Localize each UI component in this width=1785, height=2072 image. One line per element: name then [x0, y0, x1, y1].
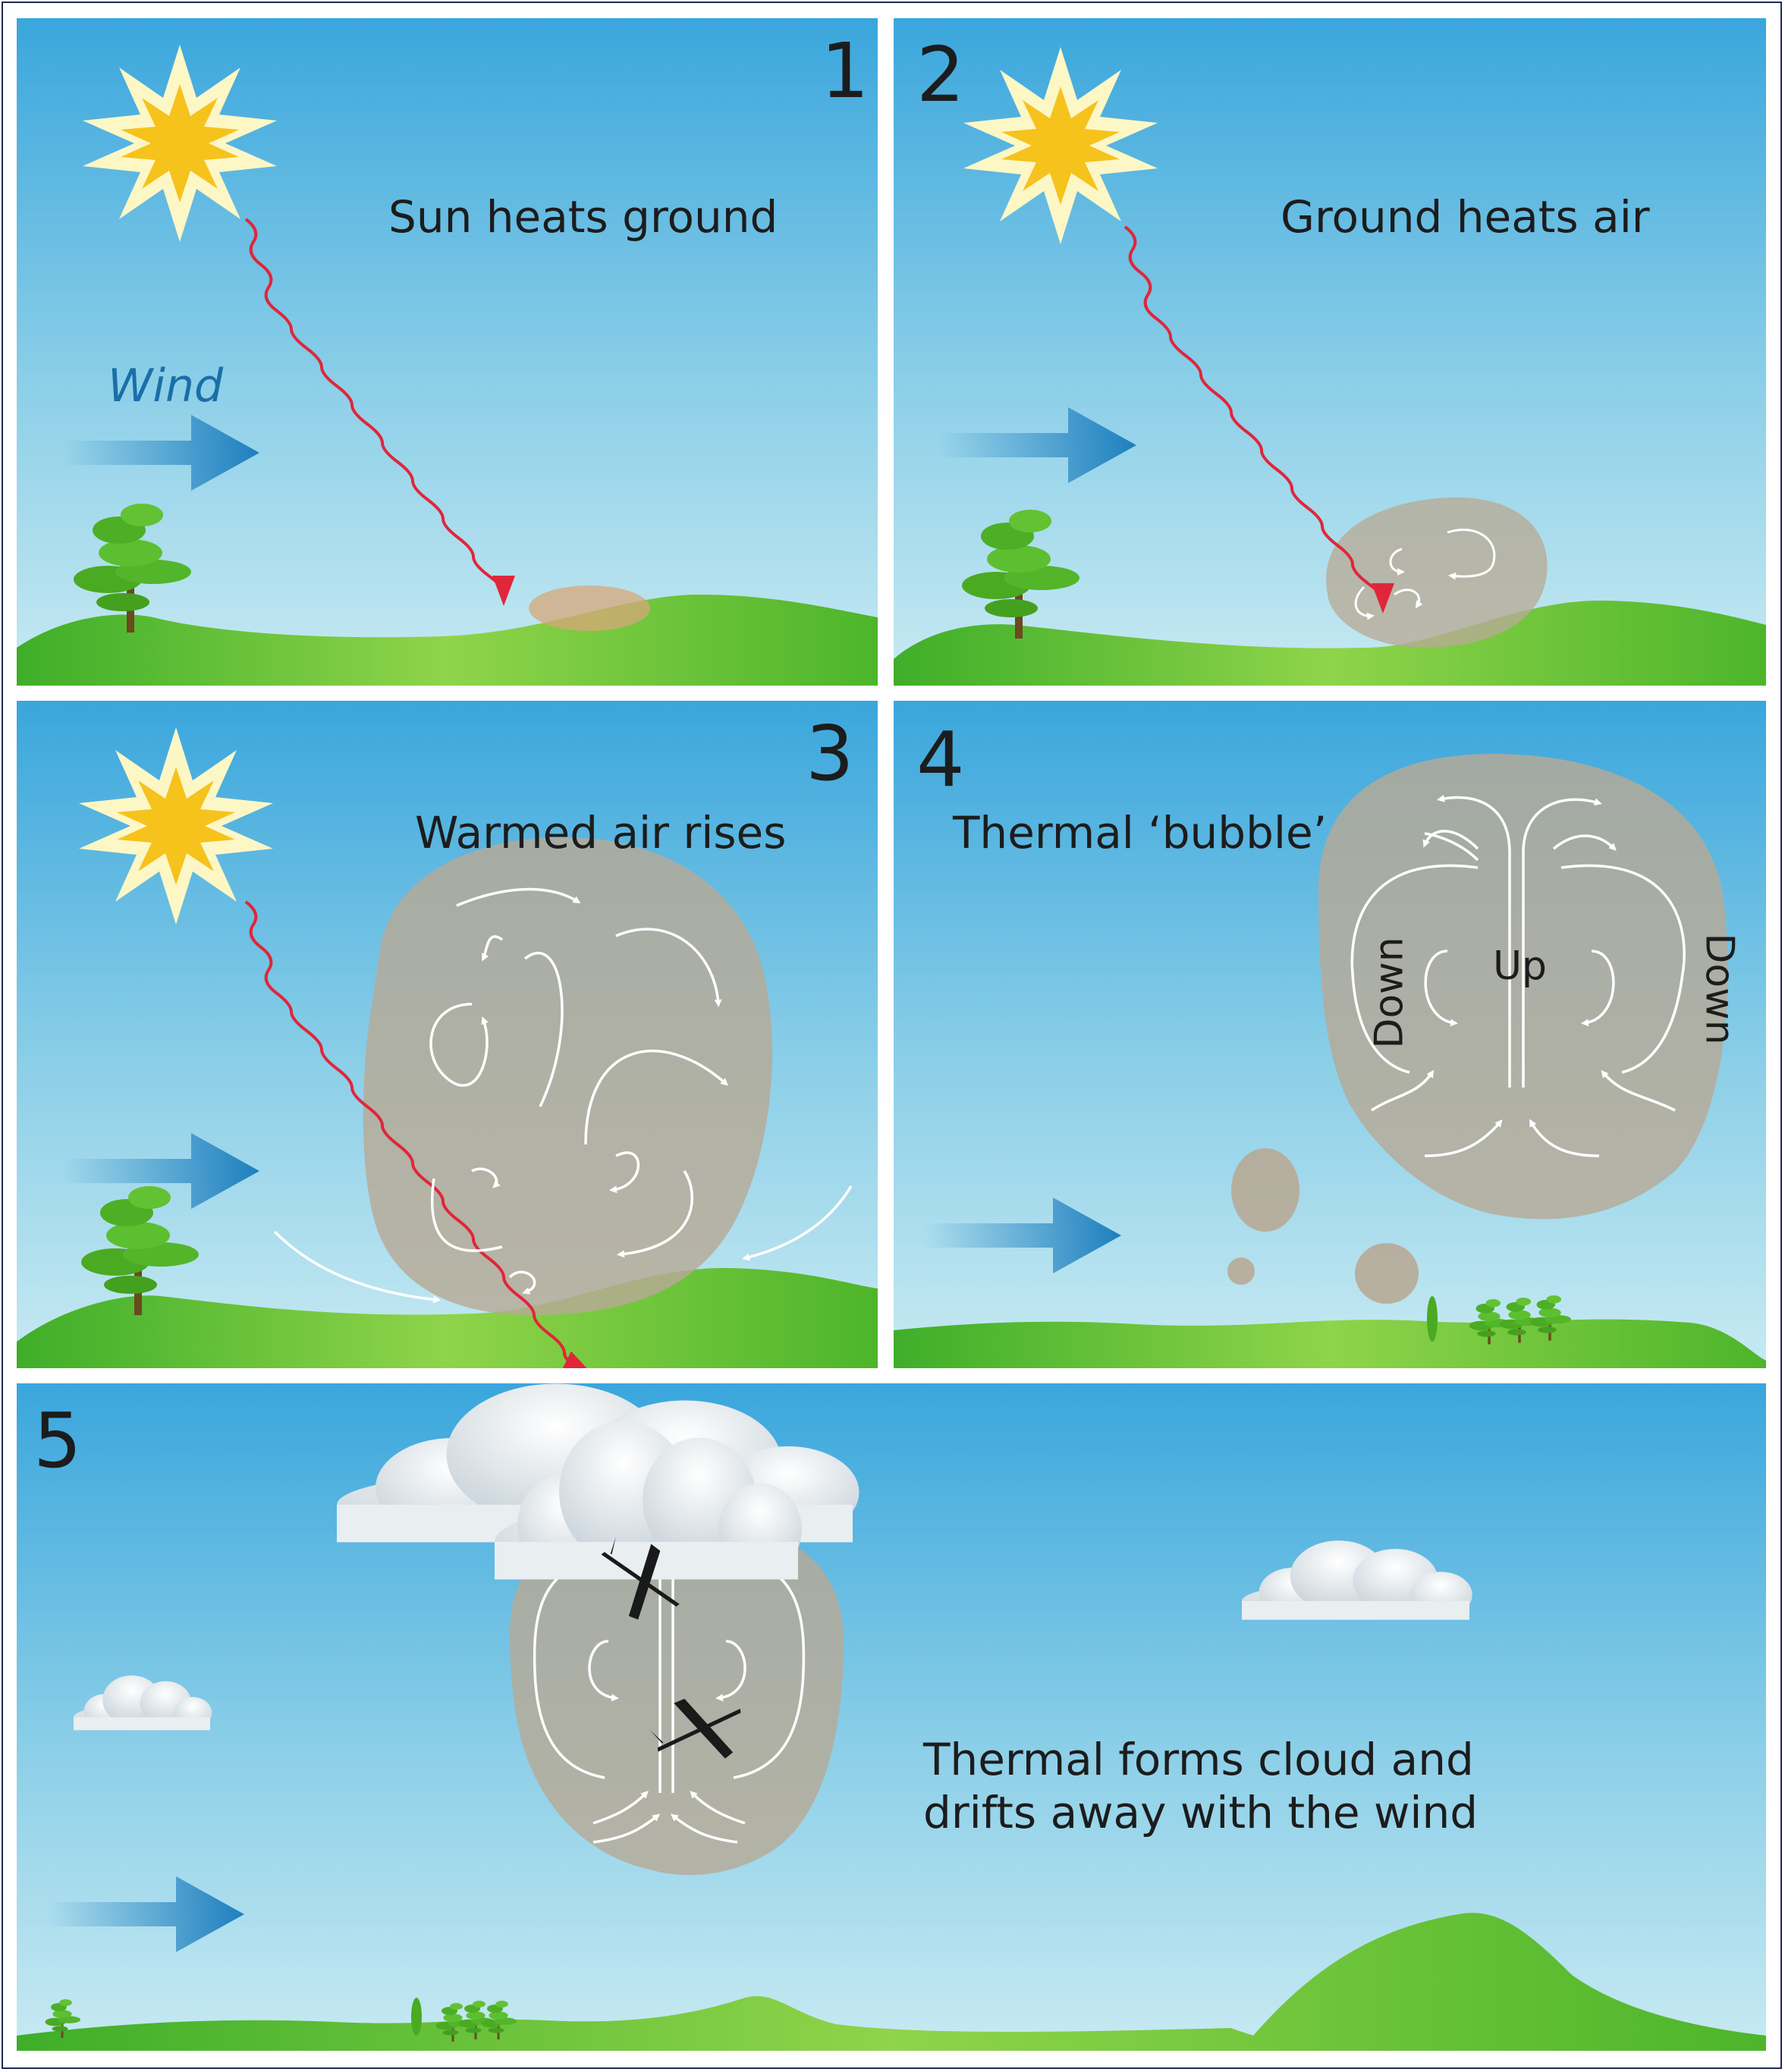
panel-caption: Thermal ‘bubble’ [953, 807, 1327, 859]
panel-caption: Warmed air rises [415, 807, 786, 859]
wind-label: Wind [108, 359, 223, 413]
panel-number: 1 [821, 33, 869, 109]
panel-number: 5 [33, 1403, 82, 1479]
ground [894, 1320, 1766, 1368]
down-label-right: Down [1697, 933, 1743, 1044]
panel-2-scene [894, 18, 1766, 686]
thermal-bubble [363, 837, 772, 1315]
small-bubble [1231, 1148, 1299, 1232]
panel-number: 2 [916, 37, 965, 113]
panel-caption: Sun heats ground [388, 191, 778, 243]
panel-caption-line2: drifts away with the wind [923, 1787, 1478, 1838]
heated-patch [529, 585, 650, 631]
panel-1: 1 Sun heats ground Wind [17, 18, 878, 686]
panel-caption: Ground heats air [1281, 191, 1650, 243]
panel-3: 3 Warmed air rises [17, 701, 878, 1368]
panel-5-scene [17, 1383, 1766, 2051]
small-bubble [1227, 1257, 1255, 1285]
panel-4-scene [894, 701, 1766, 1368]
panel-5: 5 Thermal forms cloud and drifts away wi… [17, 1383, 1766, 2051]
panel-1-scene [17, 18, 878, 686]
small-bubble [1355, 1243, 1419, 1304]
panel-4: 4 Thermal ‘bubble’ Down Up Down [894, 701, 1766, 1368]
panel-number: 4 [916, 722, 965, 798]
up-label: Up [1493, 943, 1547, 989]
panel-number: 3 [806, 716, 854, 792]
panel-3-scene [17, 701, 878, 1368]
panel-caption-line1: Thermal forms cloud and [923, 1734, 1474, 1785]
down-label-left: Down [1367, 937, 1413, 1048]
panel-2: 2 Ground heats air [894, 18, 1766, 686]
